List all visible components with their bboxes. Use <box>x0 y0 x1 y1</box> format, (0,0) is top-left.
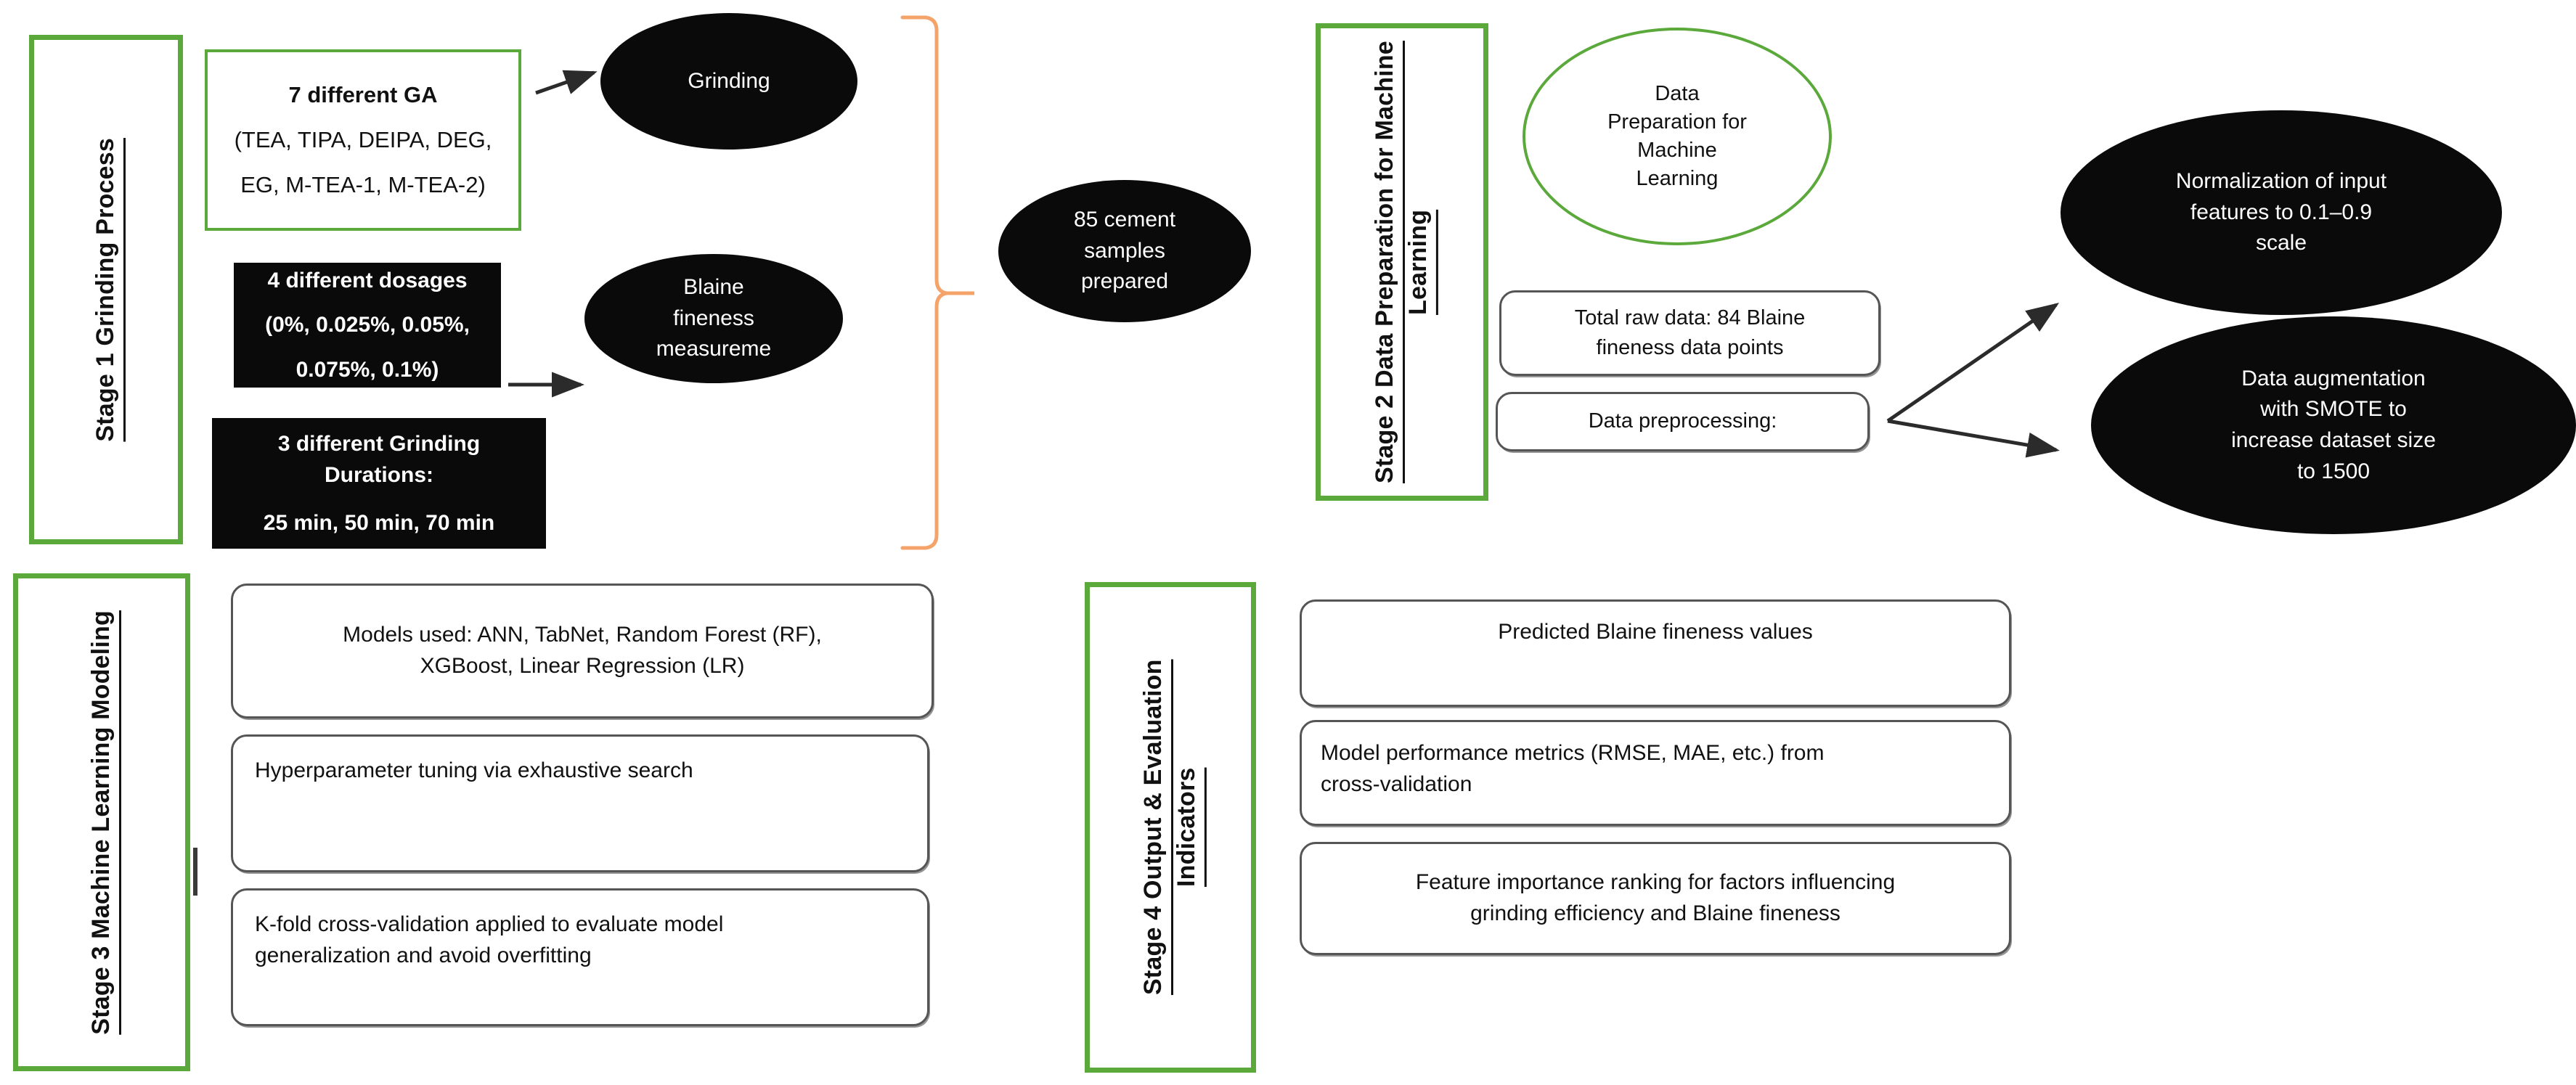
stage-4-box-metrics-line-2: cross-validation <box>1321 771 1472 796</box>
stage-4-box-predicted-text: Predicted Blaine fineness values <box>1498 619 1813 644</box>
stage-2-label: Stage 2 Data Preparation for Machine Lea… <box>1371 41 1432 483</box>
dataprep-line-4: Learning <box>1636 167 1719 191</box>
stage-4-box-metrics-text: Model performance metrics (RMSE, MAE, et… <box>1321 738 1990 800</box>
stage-4-label: Stage 4 Output & Evaluation Indicators <box>1139 659 1200 996</box>
cement-samples-text: 85 cement samples prepared <box>1074 205 1175 298</box>
orange-bracket <box>900 15 947 550</box>
stage-4-box-feature-line-1: Feature importance ranking for factors i… <box>1415 870 1896 895</box>
duration-box-line-3: 25 min, 50 min, 70 min <box>263 510 495 535</box>
data-augmentation-ellipse: Data augmentation with SMOTE to increase… <box>2091 316 2576 534</box>
augmentation-line-2: with SMOTE to <box>2260 397 2407 422</box>
grinding-ellipse-label: Grinding <box>688 68 770 93</box>
stage-3-box-models-line-1: Models used: ANN, TabNet, Random Forest … <box>343 623 822 647</box>
seven-different-ga-box: 7 different GA (TEA, TIPA, DEIPA, DEG, E… <box>205 49 521 231</box>
stage-3-tick-mark <box>193 848 197 896</box>
samples-line-3: prepared <box>1080 269 1169 294</box>
stage-3-box-models-line-2: XGBoost, Linear Regression (LR) <box>420 654 745 678</box>
blaine-line-2: fineness <box>673 306 754 330</box>
stage-3-rail: Stage 3 Machine Learning Modeling <box>13 573 190 1071</box>
normalization-line-3: scale <box>2255 231 2307 255</box>
stage-3-box-hyperparameter: Hyperparameter tuning via exhaustive sea… <box>231 734 929 872</box>
three-grinding-durations-box: 3 different Grinding Durations: 25 min, … <box>212 418 546 549</box>
preprocessing-text: Data preprocessing: <box>1588 409 1777 433</box>
stage-3-box-kfold-line-1: K-fold cross-validation applied to evalu… <box>255 912 724 936</box>
blaine-line-1: Blaine <box>683 275 744 300</box>
stage-3-box-kfold-text: K-fold cross-validation applied to evalu… <box>255 909 905 971</box>
normalization-line-2: features to 0.1–0.9 <box>2190 200 2373 224</box>
stage-4-box-metrics: Model performance metrics (RMSE, MAE, et… <box>1300 720 2011 826</box>
stage-4-box-predicted: Predicted Blaine fineness values <box>1300 599 2011 707</box>
dosage-box-line-2: (0%, 0.025%, 0.05%, <box>265 313 470 337</box>
raw-data-line-2: fineness data points <box>1596 336 1784 359</box>
augmentation-text: Data augmentation with SMOTE to increase… <box>2231 364 2436 487</box>
dataprep-line-2: Preparation for <box>1607 110 1747 134</box>
stage-3-label: Stage 3 Machine Learning Modeling <box>87 610 115 1035</box>
total-raw-data-box: Total raw data: 84 Blaine fineness data … <box>1499 290 1880 376</box>
four-different-dosages-box: 4 different dosages (0%, 0.025%, 0.05%, … <box>234 263 501 388</box>
duration-box-line-1: 3 different Grinding <box>277 431 481 456</box>
stage-4-box-feature-importance: Feature importance ranking for factors i… <box>1300 842 2011 955</box>
augmentation-line-3: increase dataset size <box>2231 428 2436 452</box>
raw-data-line-1: Total raw data: 84 Blaine <box>1574 306 1806 329</box>
samples-line-1: 85 cement <box>1073 208 1176 232</box>
stage-3-box-kfold: K-fold cross-validation applied to evalu… <box>231 888 929 1026</box>
stage-3-box-hyperparameter-text: Hyperparameter tuning via exhaustive sea… <box>255 756 905 787</box>
dataprep-line-3: Machine <box>1637 139 1717 162</box>
stage-3-box-models: Models used: ANN, TabNet, Random Forest … <box>231 584 934 718</box>
augmentation-line-4: to 1500 <box>2296 459 2371 483</box>
ga-box-line-1: 7 different GA <box>288 82 438 107</box>
normalization-line-1: Normalization of input <box>2175 169 2387 194</box>
ga-box-line-2: (TEA, TIPA, DEIPA, DEG, <box>234 127 492 152</box>
stage-4-rail: Stage 4 Output & Evaluation Indicators <box>1085 582 1256 1073</box>
stage-3-box-hyperparameter-line-1: Hyperparameter tuning via exhaustive sea… <box>255 758 693 782</box>
raw-data-text: Total raw data: 84 Blaine fineness data … <box>1501 303 1878 363</box>
arrow-preprocessing-to-augmentation <box>1887 419 2060 458</box>
dosage-box-line-1: 4 different dosages <box>267 268 468 292</box>
data-preprocessing-box: Data preprocessing: <box>1496 392 1870 451</box>
normalization-ellipse: Normalization of input features to 0.1–0… <box>2061 110 2502 315</box>
dataprep-line-1: Data <box>1655 81 1700 105</box>
stage-3-box-models-text: Models used: ANN, TabNet, Random Forest … <box>250 620 914 681</box>
samples-line-2: samples <box>1084 238 1165 263</box>
stage-2-rail: Stage 2 Data Preparation for Machine Lea… <box>1316 23 1488 501</box>
ga-box-line-3: EG, M-TEA-1, M-TEA-2) <box>240 172 486 197</box>
augmentation-line-1: Data augmentation <box>2241 366 2426 390</box>
grinding-ellipse: Grinding <box>600 13 857 150</box>
arrow-preprocessing-to-normalization <box>1886 303 2060 423</box>
stage-4-box-feature-line-2: grinding efficiency and Blaine fineness <box>1470 901 1841 925</box>
duration-box-line-2: Durations: <box>325 463 433 488</box>
stage-4-box-metrics-line-1: Model performance metrics (RMSE, MAE, et… <box>1321 741 1825 765</box>
data-preparation-text: Data Preparation for Machine Learning <box>1607 80 1747 194</box>
blaine-fineness-ellipse: Blaine fineness measureme <box>584 254 843 383</box>
normalization-text: Normalization of input features to 0.1–0… <box>2176 166 2387 259</box>
blaine-line-3: measureme <box>656 337 772 361</box>
data-preparation-ellipse: Data Preparation for Machine Learning <box>1523 28 1832 245</box>
dosage-box-line-3: 0.075%, 0.1%) <box>295 357 439 382</box>
blaine-ellipse-text: Blaine fineness measureme <box>656 272 771 365</box>
stage-1-rail: Stage 1 Grinding Process <box>29 35 183 544</box>
cement-samples-ellipse: 85 cement samples prepared <box>998 180 1251 322</box>
stage-1-label: Stage 1 Grinding Process <box>91 137 120 442</box>
arrow-ga-to-grinding <box>535 70 598 95</box>
stage-3-box-kfold-line-2: generalization and avoid overfitting <box>255 943 592 967</box>
stage-4-box-feature-importance-text: Feature importance ranking for factors i… <box>1319 867 1992 929</box>
